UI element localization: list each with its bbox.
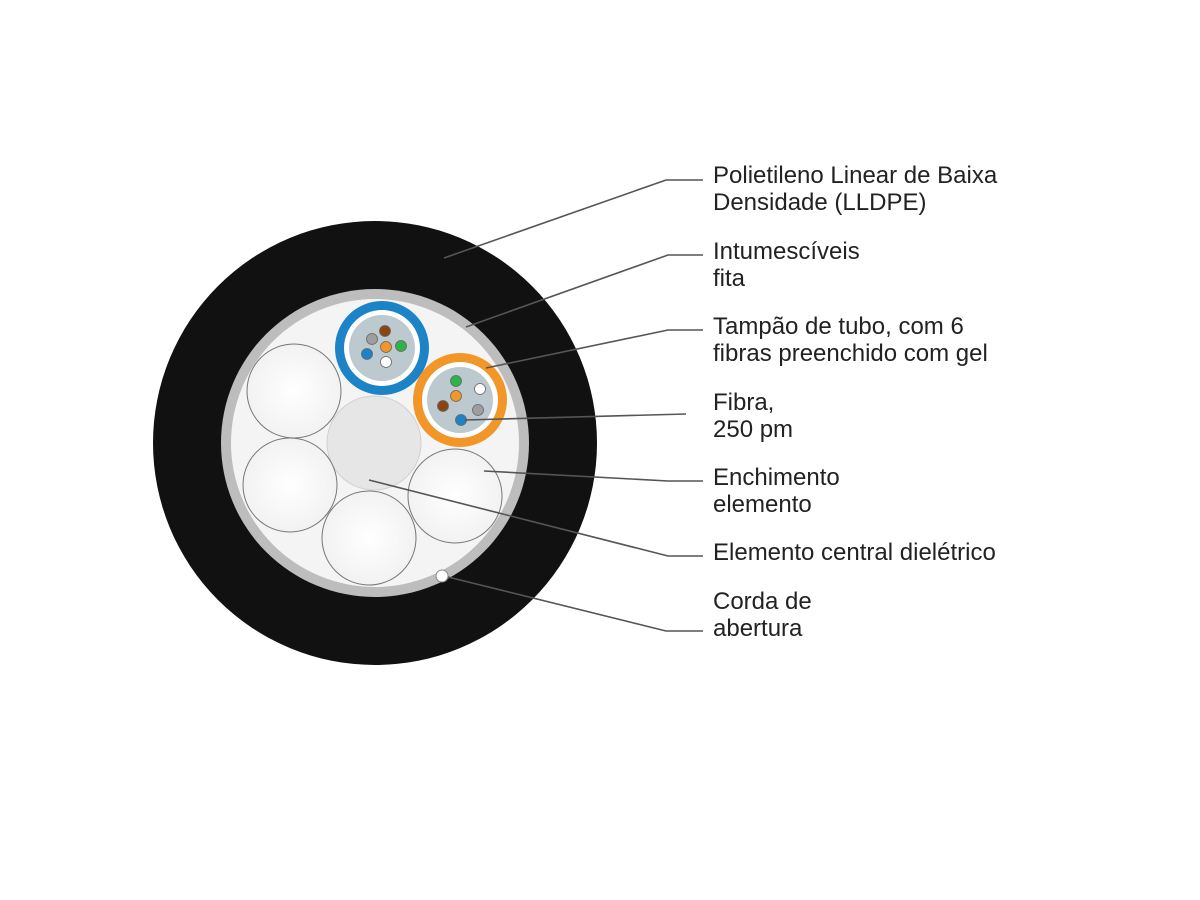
label-central-member: Elemento central dielétrico <box>713 539 996 566</box>
leader-line-ripcord <box>447 576 703 632</box>
optical-fiber <box>450 375 462 387</box>
label-fiber-line-2: 250 pm <box>713 416 794 443</box>
leader-lines <box>368 179 703 632</box>
label-central-line-1: Elemento central dielétrico <box>713 539 996 566</box>
optical-fiber <box>395 340 407 352</box>
leader-line-central <box>368 479 703 557</box>
label-buffer-tube: Tampão de tubo, com 6 fibras preenchido … <box>713 313 988 367</box>
label-tape-line-2: fita <box>713 265 746 292</box>
label-lldpe-line-1: Polietileno Linear de Baixa <box>713 162 998 189</box>
label-lldpe-sheath: Polietileno Linear de Baixa Densidade (L… <box>713 162 997 216</box>
optical-fiber <box>474 383 486 395</box>
optical-fiber <box>366 333 378 345</box>
label-intumescent-tape: Intumescíveis fita <box>713 238 860 292</box>
filler-element <box>407 448 503 544</box>
leader-line-filler <box>483 470 703 482</box>
leader-line-fiber <box>464 413 687 421</box>
optical-fiber <box>437 400 449 412</box>
central-dielectric-member <box>326 395 422 491</box>
label-tube-line-1: Tampão de tubo, com 6 <box>713 313 964 340</box>
buffer-tube-blue <box>335 301 429 395</box>
label-fiber-line-1: Fibra, <box>713 389 775 416</box>
leader-line-tube <box>485 329 703 369</box>
label-ripcord: Corda de abertura <box>713 588 812 642</box>
label-ripcord-line-1: Corda de <box>713 588 812 615</box>
label-filler-line-1: Enchimento <box>713 464 840 491</box>
label-tube-line-2: fibras preenchido com gel <box>713 340 988 367</box>
label-filler-element: Enchimento elemento <box>713 464 840 518</box>
label-fiber: Fibra, 250 pm <box>713 389 793 443</box>
leader-line-sheath <box>443 179 703 259</box>
optical-fiber <box>379 325 391 337</box>
filler-element <box>246 343 342 439</box>
label-tape-line-1: Intumescíveis <box>713 238 860 265</box>
optical-fiber <box>380 341 392 353</box>
ripcord <box>435 569 449 583</box>
filler-element <box>321 490 417 586</box>
label-lldpe-line-2: Densidade (LLDPE) <box>713 189 927 216</box>
optical-fiber <box>361 348 373 360</box>
optical-fiber <box>472 404 484 416</box>
optical-fiber <box>450 390 462 402</box>
optical-fiber <box>455 414 467 426</box>
optical-fiber <box>380 356 392 368</box>
label-filler-line-2: elemento <box>713 491 812 518</box>
filler-element <box>242 437 338 533</box>
leader-line-tape <box>465 254 703 328</box>
label-ripcord-line-2: abertura <box>713 615 803 642</box>
